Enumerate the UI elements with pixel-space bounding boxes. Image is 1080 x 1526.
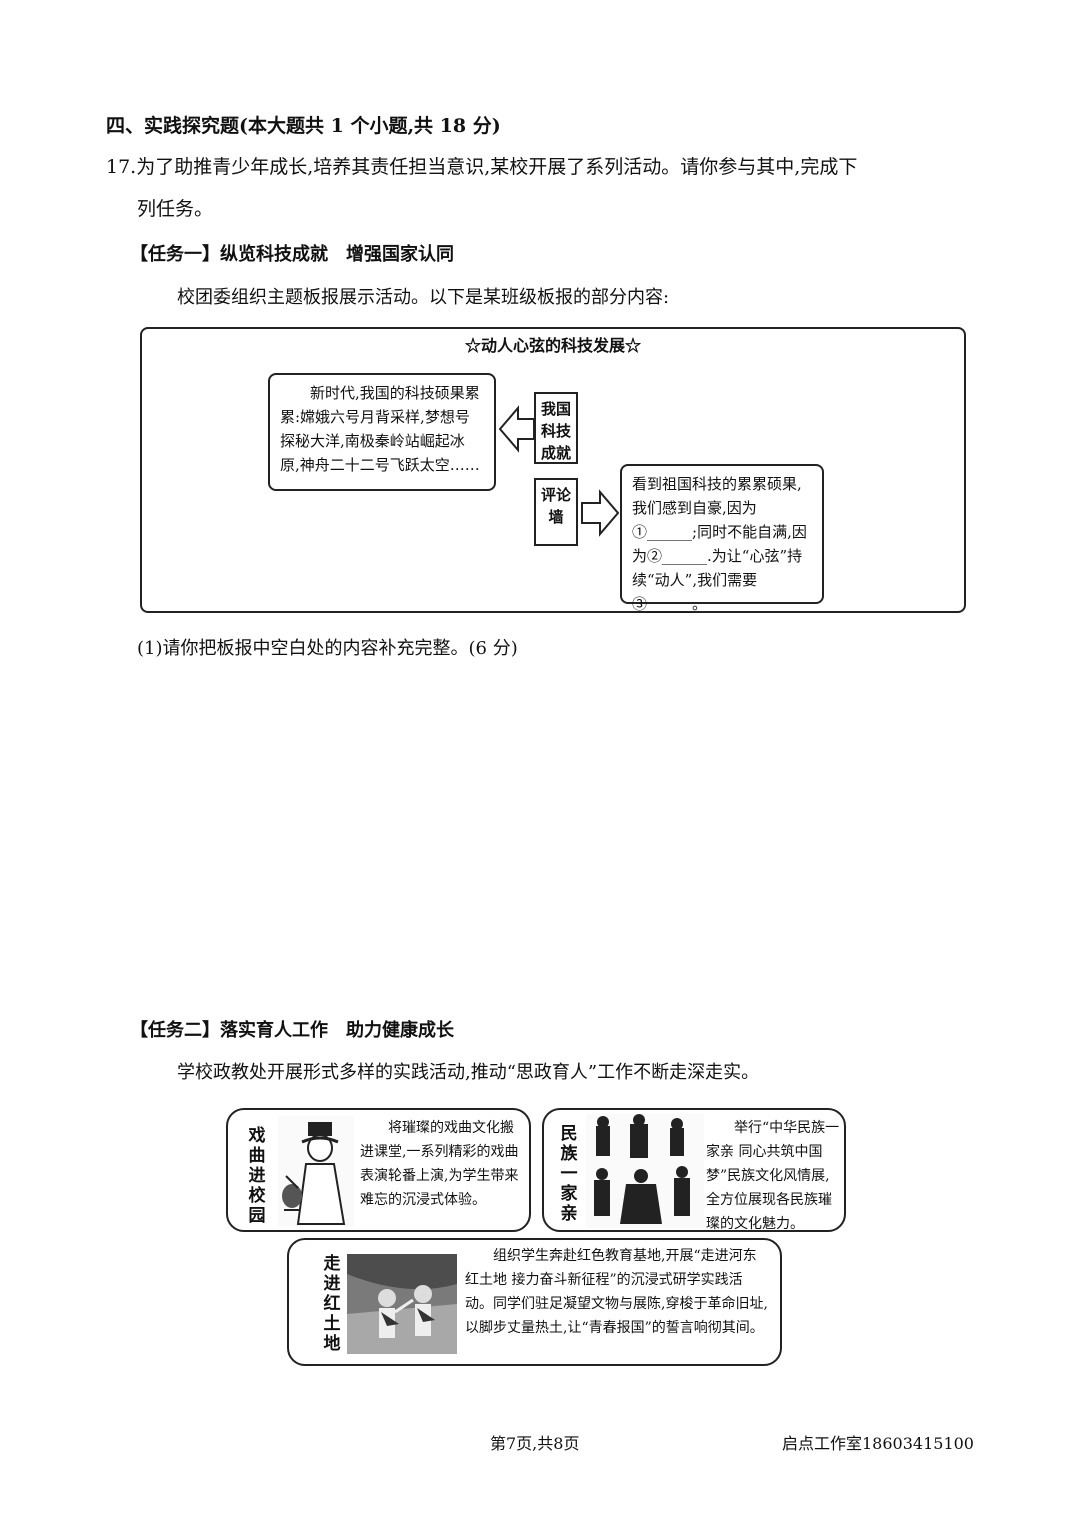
blank-3[interactable]: ______ [647, 595, 693, 613]
subquestion-1: (1)请你把板报中空白处的内容补充完整。(6 分) [137, 638, 518, 659]
opera-performer-image [278, 1116, 354, 1226]
comment-part3: .为让“心弦”持续“动人”,我们需要③ [632, 547, 803, 613]
question-17-line1: 17.为了助推青少年成长,培养其责任担当意识,某校开展了系列活动。请你参与其中,… [106, 156, 858, 178]
comment-wall-box: 看到祖国科技的累累硕果,我们感到自豪,因为①______;同时不能自满,因为②_… [620, 464, 824, 613]
blank-2[interactable]: ______ [662, 547, 708, 565]
question-17-line2: 列任务。 [137, 198, 214, 220]
label-comment-wall: 评论墙 [534, 478, 578, 546]
card-red-land-text: 组织学生奔赴红色教育基地,开展“走进河东红土地 接力奋斗新征程”的沉浸式研学实践… [465, 1248, 768, 1336]
red-education-photo [347, 1254, 457, 1354]
comment-part1: 看到祖国科技的累累硕果,我们感到自豪,因为① [632, 475, 802, 541]
card-ethnic-text: 举行“中华民族一家亲 同心共筑中国梦”民族文化风情展,全方位展现各民族璀璨的文化… [706, 1120, 840, 1232]
card-opera-title: 戏曲进校园 [248, 1126, 266, 1226]
footer-studio: 启点工作室18603415100 [782, 1434, 974, 1453]
blank-1[interactable]: ______ [647, 523, 693, 541]
task2-title: 【任务二】落实育人工作 助力健康成长 [130, 1020, 454, 1041]
card-red-land-title: 走进红土地 [323, 1254, 341, 1354]
tech-achievements-text: 新时代,我国的科技硕果累累:嫦娥六号月背采样,梦想号探秘大洋,南极秦岭站崛起冰原… [280, 384, 480, 474]
card-red-land: 走进红土地 组织学生奔赴红色教育基地,开展“走进河东红土地 接力奋斗新征程”的沉… [287, 1238, 782, 1366]
task2-intro: 学校政教处开展形式多样的实践活动,推动“思政育人”工作不断走深走实。 [177, 1062, 760, 1083]
section-heading: 四、实践探究题(本大题共 1 个小题,共 18 分) [106, 115, 501, 137]
tech-achievements-box: 新时代,我国的科技硕果累累:嫦娥六号月背采样,梦想号探秘大洋,南极秦岭站崛起冰原… [268, 373, 496, 491]
answer-space[interactable] [106, 670, 976, 1000]
task1-intro: 校团委组织主题板报展示活动。以下是某班级板报的部分内容: [177, 287, 670, 308]
card-ethnic-unity: 民族一家亲 举行“中华民族一家亲 同心共筑中国梦”民族文化风情展,全方位展现各民… [542, 1108, 846, 1232]
arrow-right-icon [581, 489, 620, 537]
task1-title: 【任务一】纵览科技成就 增强国家认同 [130, 244, 454, 265]
arrow-left-icon [498, 405, 535, 453]
footer-page-number: 第7页,共8页 [490, 1434, 580, 1453]
comment-part2: ;同时不能自满,因为② [632, 523, 807, 565]
card-opera: 戏曲进校园 将璀璨的戏曲文化搬进课堂,一系列精彩的戏曲表演轮番上演,为学生带来难… [226, 1108, 531, 1232]
blackboard-title: ☆动人心弦的科技发展☆ [464, 336, 641, 355]
card-ethnic-title: 民族一家亲 [560, 1124, 578, 1224]
card-opera-text: 将璀璨的戏曲文化搬进课堂,一系列精彩的戏曲表演轮番上演,为学生带来难忘的沉浸式体… [360, 1120, 519, 1208]
ethnic-costumes-image [586, 1114, 704, 1228]
comment-part4: 。 [692, 595, 708, 613]
label-tech-achievements: 我国科技成就 [534, 392, 578, 464]
blackboard-frame [140, 327, 966, 613]
